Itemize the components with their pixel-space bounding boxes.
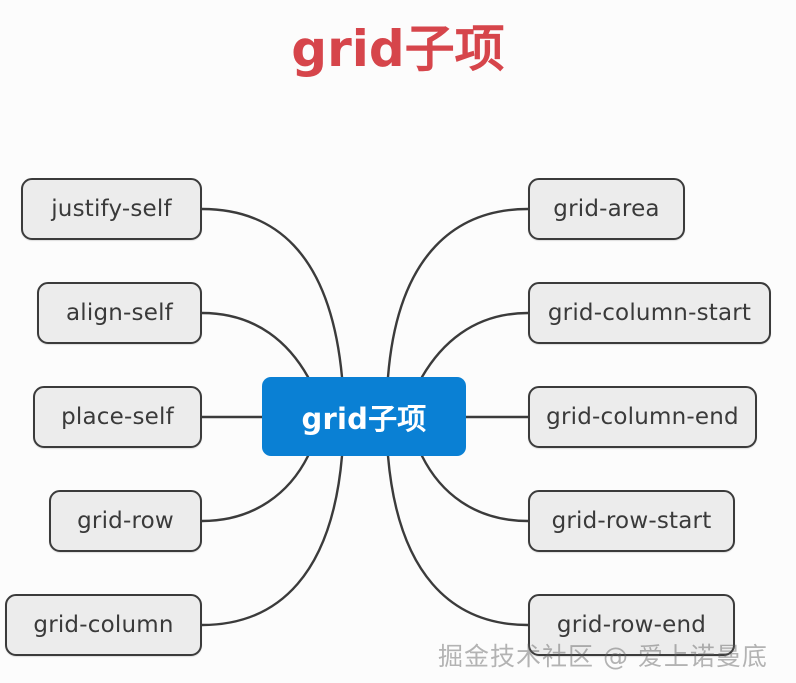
node-grid-row[interactable]: grid-row <box>49 490 202 552</box>
edge-grid-row <box>200 454 310 523</box>
edge-justify-self <box>200 207 344 379</box>
node-label: place-self <box>61 404 174 430</box>
watermark: 掘金技术社区 @ 爱上诺曼底 <box>438 642 768 671</box>
node-center-grid-item[interactable]: grid子项 <box>262 377 466 456</box>
node-label: align-self <box>66 300 173 326</box>
node-label: grid子项 <box>301 401 427 436</box>
node-label: grid-row <box>77 508 174 534</box>
node-label: grid-row-start <box>551 508 712 534</box>
edge-grid-row-start <box>420 454 530 523</box>
node-grid-row-end[interactable]: grid-row-end <box>528 594 735 656</box>
node-label: grid-area <box>553 196 660 222</box>
node-place-self[interactable]: place-self <box>33 386 202 448</box>
node-label: grid-column-end <box>546 404 739 430</box>
edge-align-self <box>200 311 310 379</box>
node-label: grid-row-end <box>556 612 707 638</box>
node-grid-column-start[interactable]: grid-column-start <box>528 282 771 344</box>
node-label: grid-column <box>33 612 174 638</box>
node-grid-column-end[interactable]: grid-column-end <box>528 386 757 448</box>
page-title: grid子项 <box>291 20 505 78</box>
node-grid-column[interactable]: grid-column <box>5 594 202 656</box>
node-grid-row-start[interactable]: grid-row-start <box>528 490 735 552</box>
edge-grid-column <box>200 454 344 627</box>
node-justify-self[interactable]: justify-self <box>21 178 202 240</box>
node-label: grid-column-start <box>547 300 752 326</box>
node-label: justify-self <box>51 196 172 222</box>
node-grid-area[interactable]: grid-area <box>528 178 685 240</box>
edge-grid-row-end <box>386 454 530 627</box>
edge-grid-column-start <box>420 311 530 379</box>
node-align-self[interactable]: align-self <box>37 282 202 344</box>
edge-grid-area <box>386 207 530 379</box>
